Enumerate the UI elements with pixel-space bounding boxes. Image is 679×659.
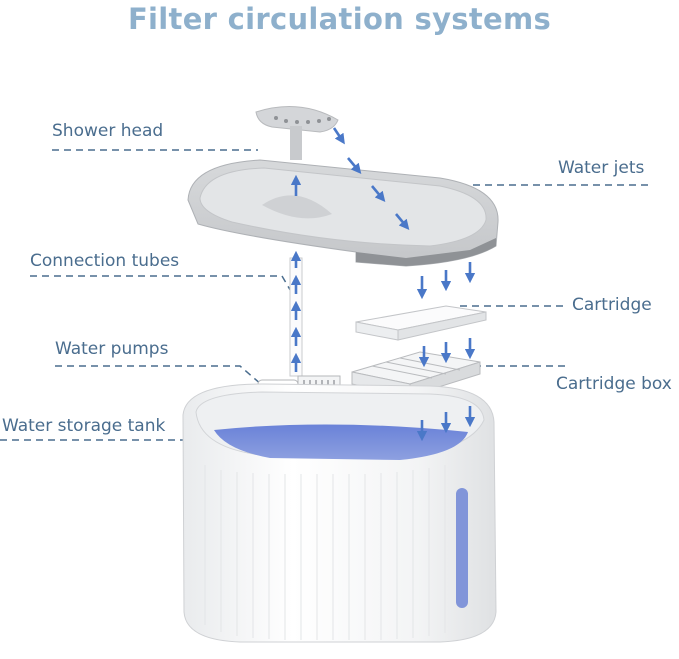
shower-head — [256, 107, 338, 160]
water-tray — [188, 160, 498, 266]
label-water-jets: Water jets — [558, 158, 644, 178]
water-level-indicator — [456, 488, 468, 608]
label-cartridge: Cartridge — [572, 295, 652, 315]
water-storage-tank — [183, 384, 496, 642]
flow-arrow — [334, 128, 342, 140]
label-water-storage-tank: Water storage tank — [2, 416, 165, 436]
label-water-pumps: Water pumps — [55, 339, 168, 359]
leader-water-pumps — [55, 366, 262, 385]
label-cartridge-box: Cartridge box — [556, 374, 672, 394]
flow-arrow — [348, 158, 358, 170]
cartridge — [356, 306, 486, 340]
leader-connection-tubes — [30, 276, 296, 300]
label-shower-head: Shower head — [52, 121, 163, 141]
label-connection-tubes: Connection tubes — [30, 251, 179, 271]
